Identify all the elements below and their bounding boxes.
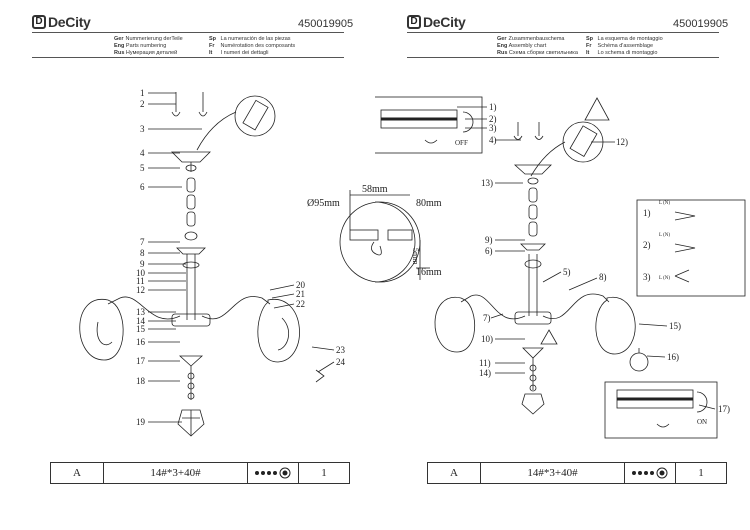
part-number: 6 <box>140 182 145 192</box>
on-label: ON <box>697 418 708 426</box>
part-number: 4 <box>140 148 145 158</box>
doc-number: 450019905 <box>298 18 354 30</box>
part-number: 5 <box>140 163 145 173</box>
wiring-ln-label: L (N) <box>659 233 671 238</box>
step-number: 10) <box>481 334 493 344</box>
part-number: 3 <box>140 124 145 134</box>
wiring-step: 1) <box>643 208 651 218</box>
wiring-step: 2) <box>643 240 651 250</box>
part-number: 16 <box>136 337 145 347</box>
part-number: 24 <box>336 357 345 367</box>
part-number: 20 <box>296 280 305 290</box>
width-label: 58mm <box>362 184 388 195</box>
step-number: 9) <box>485 235 493 245</box>
header-rule <box>32 32 344 33</box>
part-number: 7 <box>140 237 145 247</box>
legend-rule <box>32 57 344 58</box>
part-number: 17 <box>136 356 145 366</box>
legend-rule <box>407 57 719 58</box>
part-number: 18 <box>136 376 145 386</box>
part-number: 13 <box>136 307 145 317</box>
part-number: 1 <box>140 88 145 98</box>
brand-logo: D DeCity <box>407 14 466 30</box>
wiring-step: 3) <box>643 272 651 282</box>
table-code-cell: A <box>427 462 481 484</box>
part-number: 9 <box>140 259 145 269</box>
part-number: 12 <box>136 285 145 295</box>
exploded-view-drawing <box>79 92 335 437</box>
logo-mark: D <box>32 15 46 29</box>
step-number: 13) <box>481 178 493 188</box>
step-number: 11) <box>479 358 491 368</box>
step-number: 4) <box>489 135 497 145</box>
step-number: 15) <box>669 321 681 331</box>
step-number: 7) <box>483 313 491 323</box>
assembly-drawing <box>375 96 746 439</box>
part-number: 15 <box>136 324 145 334</box>
table-part-icon-cell <box>624 462 676 484</box>
part-number: 10 <box>136 268 145 278</box>
size-label: 5mm <box>411 248 420 265</box>
diameter-label: Ø95mm <box>307 198 340 209</box>
brand-logo: D DeCity <box>32 14 91 30</box>
wiring-ln-label: L (N) <box>659 276 671 281</box>
logo-mark: D <box>407 15 421 29</box>
step-number: 3) <box>489 123 497 133</box>
crystal-string-icon <box>255 467 291 479</box>
height-label: 80mm <box>416 198 442 209</box>
step-number: 6) <box>485 246 493 256</box>
header-rule <box>407 32 719 33</box>
step-number: 12) <box>616 137 628 147</box>
step-number: 8) <box>599 272 607 282</box>
step-number: 1) <box>489 102 497 112</box>
table-qty-cell: 1 <box>675 462 727 484</box>
off-label: OFF <box>455 139 468 147</box>
part-number: 2 <box>140 99 145 109</box>
part-number: 11 <box>136 276 145 286</box>
size-label: 16mm <box>416 267 442 278</box>
part-number: 23 <box>336 345 345 355</box>
step-number: 14) <box>479 368 491 378</box>
brand-name: DeCity <box>423 14 466 30</box>
parts-numbering-sheet: D DeCity 450019905 Ger Nummerierung derT… <box>32 14 430 484</box>
table-code-cell: A <box>50 462 104 484</box>
step-number: 5) <box>563 267 571 277</box>
table-part-icon-cell <box>247 462 299 484</box>
step-number: 2) <box>489 114 497 124</box>
wiring-ln-label: L (N) <box>659 201 671 206</box>
step-number: 17) <box>718 404 730 414</box>
brand-name: DeCity <box>48 14 91 30</box>
assembly-chart-sheet: D DeCity 450019905 Ger Zusammenbauschema… <box>375 0 750 530</box>
step-number: 16) <box>667 352 679 362</box>
table-spec-cell: 14#*3+40# <box>480 462 625 484</box>
table-spec-cell: 14#*3+40# <box>103 462 248 484</box>
part-number: 8 <box>140 248 145 258</box>
table-qty-cell: 1 <box>298 462 350 484</box>
part-number: 14 <box>136 316 145 326</box>
crystal-string-icon <box>632 467 668 479</box>
doc-number: 450019905 <box>673 18 729 30</box>
part-number: 22 <box>296 299 305 309</box>
part-number: 19 <box>136 417 145 427</box>
part-number: 21 <box>296 289 305 299</box>
